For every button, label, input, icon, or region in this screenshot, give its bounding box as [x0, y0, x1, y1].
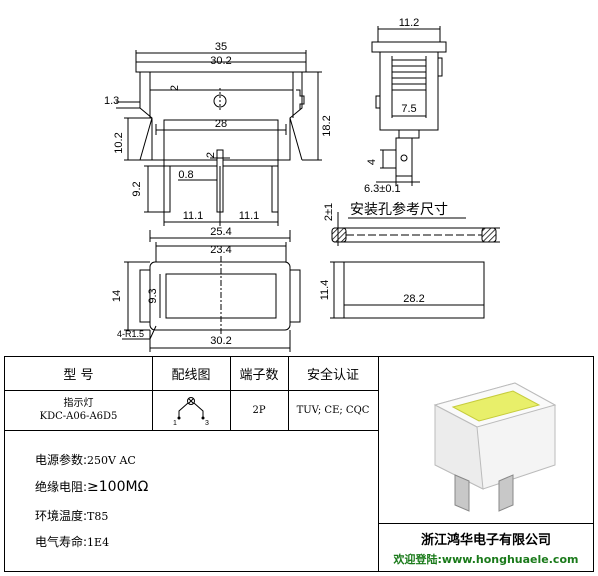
dim-14: 14 [111, 290, 123, 302]
dim-10-2: 10.2 [113, 132, 125, 153]
dim-2-pm-1: 2±1 [323, 203, 335, 221]
model-name: 指示灯 [63, 398, 94, 409]
header-model: 型 号 [63, 368, 94, 383]
dim-11-4: 11.4 [319, 280, 331, 301]
dim-25-4: 25.4 [210, 226, 231, 238]
dim-35: 35 [215, 41, 227, 53]
website-prefix: 欢迎登陆: [393, 553, 442, 566]
model-code: KDC-A06-A6D5 [39, 411, 118, 422]
terminal-left-icon [454, 474, 470, 512]
param-life: 电气寿命:1E4 [35, 535, 110, 549]
cutout-title: 安装孔参考尺寸 [350, 201, 448, 218]
website-url: www.honghuaele.com [441, 553, 579, 566]
dim-28-2: 28.2 [403, 293, 424, 305]
cert-value: TUV; CE; CQC [296, 404, 370, 416]
wiring-cell: 1 3 [152, 390, 230, 430]
spec-table: 型 号 配线图 端子数 安全认证 指示灯 KDC-A06-A6D5 1 3 2P… [4, 356, 594, 572]
dim-11-1-left: 11.1 [183, 210, 204, 222]
header-cert: 安全认证 [306, 368, 359, 383]
dim-23-4: 23.4 [210, 244, 231, 256]
technical-drawing: 35 30.2 2 1.3 28 18.2 10.2 2 0.8 9.2 11.… [104, 17, 500, 352]
dim-2-top: 2 [169, 85, 181, 91]
product-photo [433, 382, 557, 512]
dim-9-2: 9.2 [131, 181, 143, 196]
dim-9-3: 9.3 [147, 288, 159, 303]
terminals-value: 2P [252, 404, 266, 416]
param-temperature: 环境温度:T85 [35, 509, 109, 523]
header-terminals: 端子数 [239, 368, 279, 383]
cutout-view [330, 212, 500, 319]
wiring-diagram-icon: 1 3 [173, 397, 209, 427]
dim-6-3: 6.3±0.1 [364, 183, 401, 195]
dim-0-8: 0.8 [178, 169, 193, 181]
dim-11-1-right: 11.1 [239, 210, 260, 222]
dim-30-2-top: 30.2 [210, 55, 231, 67]
terminal-right-icon [498, 474, 514, 512]
dim-18-2: 18.2 [321, 115, 333, 136]
dim-30-2-bottom: 30.2 [210, 335, 231, 347]
model-cell: 指示灯 KDC-A06-A6D5 [5, 390, 152, 430]
pin-1-label: 1 [173, 420, 177, 427]
side-view [371, 26, 447, 186]
pin-3-label: 3 [205, 420, 209, 427]
dim-2-mid: 2 [205, 152, 217, 158]
dim-4: 4 [366, 159, 378, 165]
website-line: 欢迎登陆:www.honghuaele.com [381, 551, 591, 567]
front-view [116, 50, 322, 242]
header-wiring: 配线图 [171, 368, 211, 383]
lens-icon [451, 390, 541, 422]
param-insulation: 绝缘电阻:≥100MΩ [35, 479, 149, 495]
dim-1-3: 1.3 [104, 95, 119, 107]
dim-28: 28 [215, 118, 227, 130]
bottom-view [122, 242, 301, 352]
dim-7-5: 7.5 [401, 103, 416, 115]
company-name: 浙江鸿华电子有限公司 [420, 533, 551, 548]
dim-11-2: 11.2 [399, 17, 420, 29]
dim-4-r1-5: 4-R1.5 [117, 329, 144, 339]
param-power: 电源参数:250V AC [35, 453, 136, 467]
